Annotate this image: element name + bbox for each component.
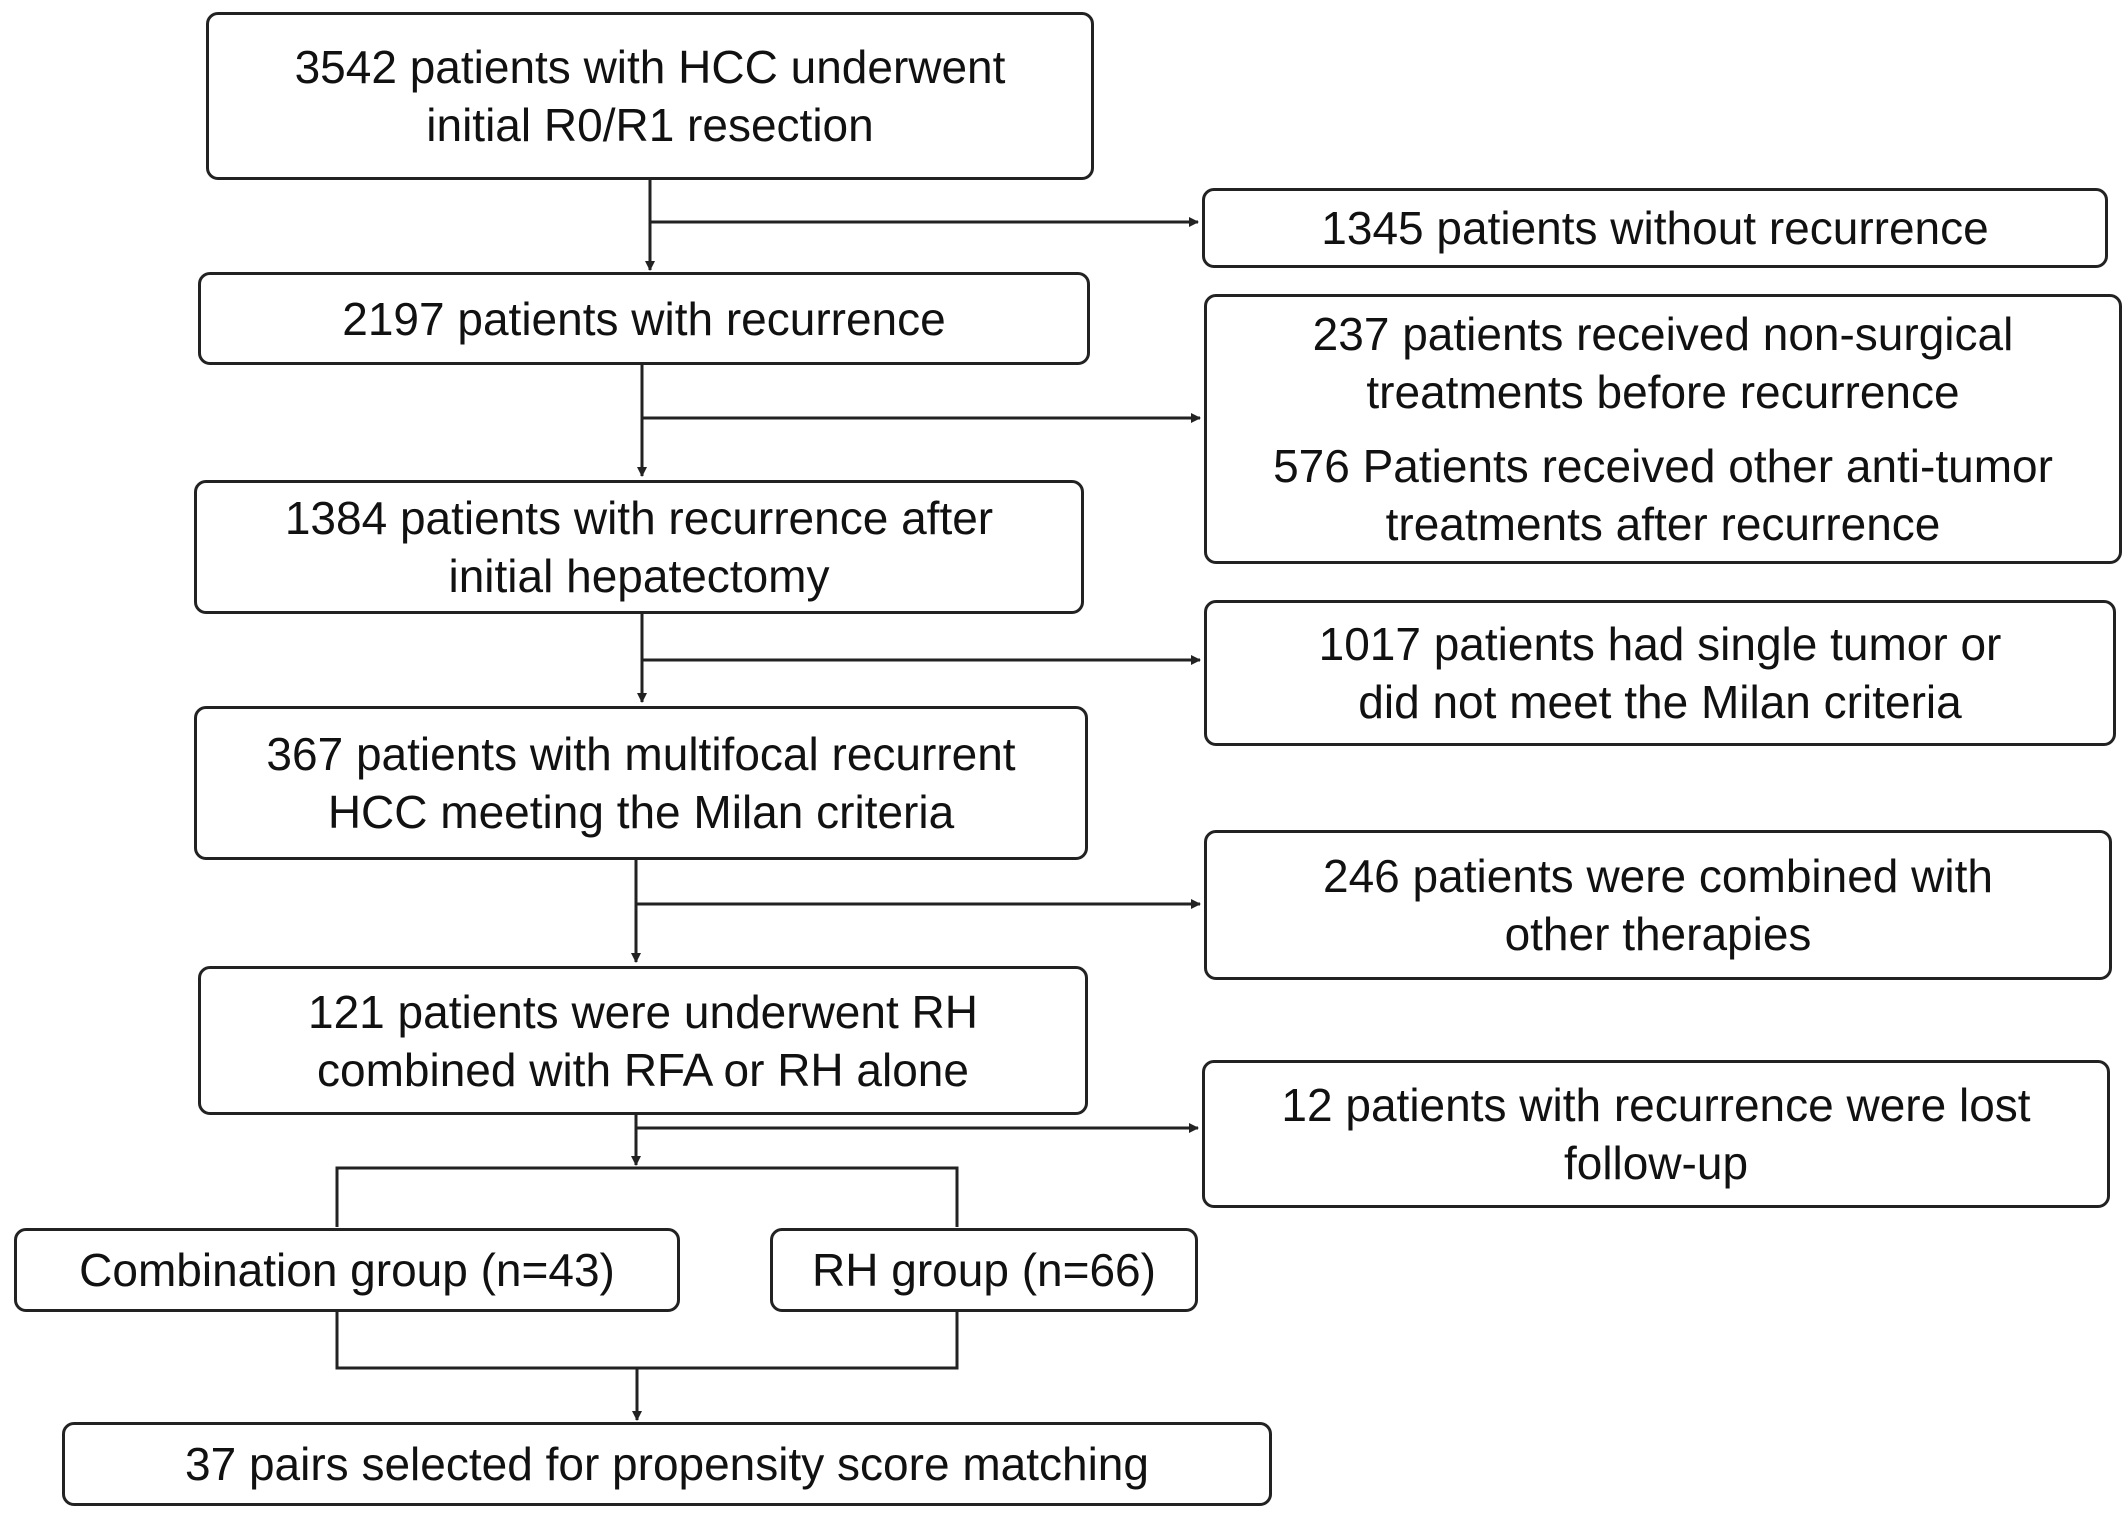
recurrence-after-hepatectomy-line1: 1384 patients with recurrence after [284,492,994,544]
without-recurrence-box: 1345 patients without recurrence [1202,188,2108,268]
rh-rfa-or-alone-line1: 121 patients were underwent RH [308,985,978,1038]
single-tumor-line1: 1017 patients had single tumor or [1318,618,2002,670]
combined-therapies-box: 246 patients were combined with other th… [1204,830,2112,980]
rh-group-label: RH group (n=66) [812,1244,1156,1296]
initial-resection-line2: initial R0/R1 resection [426,99,874,151]
other-treatments-b-line1: 576 Patients received other anti-tumor [1273,440,2053,492]
multifocal-milan-box: 367 patients with multifocal recurrent H… [194,706,1088,860]
split-bracket [335,1166,959,1227]
with-recurrence-line1: 2197 patients with recurrence [342,292,946,345]
rh-rfa-or-alone-box: 121 patients were underwent RH combined … [198,966,1088,1115]
recurrence-after-hepatectomy-line2: initial hepatectomy [448,550,830,602]
rh-group-box: RH group (n=66) [770,1228,1198,1312]
multifocal-milan-line1: 367 patients with multifocal recurrent [266,728,1016,780]
combined-therapies-line1: 246 patients were combined with [1323,850,1993,902]
other-treatments-a-line2: treatments before recurrence [1366,366,1960,418]
psm-box: 37 pairs selected for propensity score m… [62,1422,1272,1506]
single-tumor-line2: did not meet the Milan criteria [1358,676,1962,728]
combination-group-box: Combination group (n=43) [14,1228,680,1312]
psm-label: 37 pairs selected for propensity score m… [185,1438,1149,1490]
other-treatments-box: 237 patients received non-surgical treat… [1204,294,2122,564]
lost-follow-up-line2: follow-up [1563,1137,1749,1189]
recurrence-after-hepatectomy-box: 1384 patients with recurrence after init… [194,480,1084,614]
without-recurrence-line1: 1345 patients without recurrence [1321,202,1989,254]
merge-bracket [335,1312,959,1370]
initial-resection-line1: 3542 patients with HCC underwent [294,41,1006,93]
single-tumor-box: 1017 patients had single tumor or did no… [1204,600,2116,746]
combination-group-label: Combination group (n=43) [79,1244,615,1296]
multifocal-milan-line2: HCC meeting the Milan criteria [327,786,955,838]
rh-rfa-or-alone-line2: combined with RFA or RH alone [317,1043,969,1096]
combined-therapies-line2: other therapies [1504,908,1812,960]
other-treatments-b-line2: treatments after recurrence [1385,498,1941,550]
with-recurrence-box: 2197 patients with recurrence [198,272,1090,365]
lost-follow-up-line1: 12 patients with recurrence were lost [1281,1079,2031,1131]
initial-resection-box: 3542 patients with HCC underwent initial… [206,12,1094,180]
lost-follow-up-box: 12 patients with recurrence were lost fo… [1202,1060,2110,1208]
other-treatments-a-line1: 237 patients received non-surgical [1312,308,2014,360]
